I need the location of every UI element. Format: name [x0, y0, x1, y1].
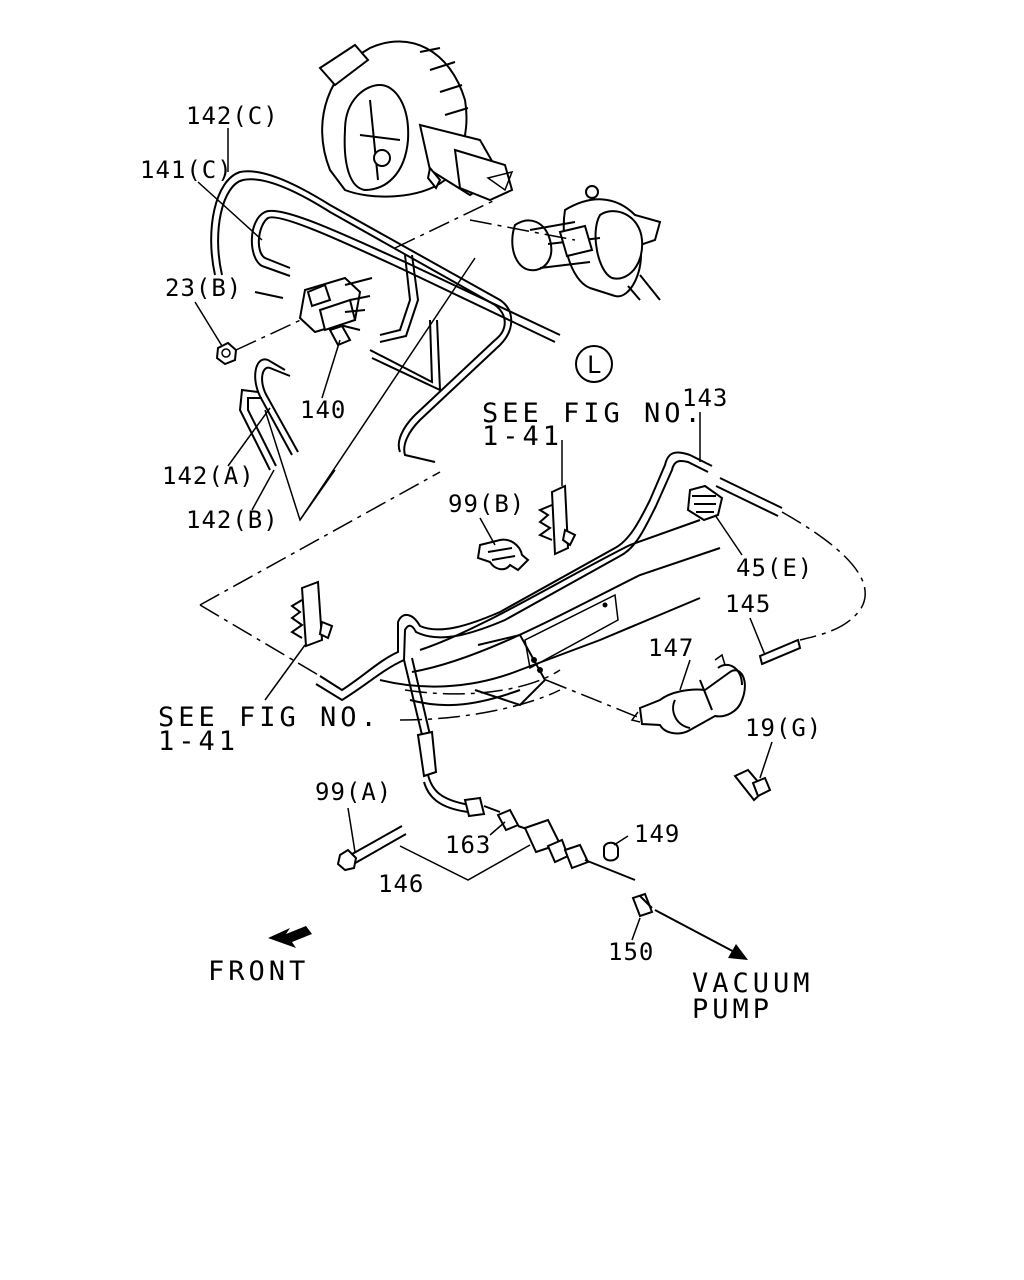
cap-149: [603, 835, 629, 862]
label-146: 146: [378, 870, 424, 898]
clip-see-fig-top: [537, 440, 577, 556]
label-150: 150: [608, 938, 654, 966]
leader-dashed-2: [469, 219, 576, 241]
vacuum-tank-147: [630, 653, 746, 735]
label-149: 149: [634, 820, 680, 848]
leader-145: [749, 617, 766, 656]
label-99b: 99(B): [448, 490, 525, 518]
label-19g: 19(G): [745, 714, 822, 742]
bolt-19g: [733, 741, 773, 802]
label-141c: 141(C): [140, 156, 233, 184]
label-145: 145: [725, 590, 771, 618]
nut-23b: [215, 317, 306, 366]
leader-dashed-147: [545, 679, 641, 719]
front-arrow-icon: [268, 926, 312, 948]
label-163: 163: [445, 831, 491, 859]
rod-99a: [336, 807, 407, 872]
fitting-150: [631, 892, 654, 941]
label-143: 143: [682, 384, 728, 412]
label-45e: 45(E): [736, 554, 813, 582]
hose-assembly-146: [399, 730, 636, 881]
connector-l-label: L: [587, 351, 602, 379]
actuator-assembly: [511, 185, 662, 301]
vacuum-pump-label-line2: PUMP: [692, 994, 773, 1025]
see-fig-top-line2: 1-41: [482, 421, 563, 452]
label-23b: 23(B): [165, 274, 242, 302]
pipe-141c: [250, 209, 613, 383]
clip-45e: [686, 484, 743, 556]
leader-dashed-1: [394, 199, 496, 249]
label-147: 147: [648, 634, 694, 662]
leader-163: [489, 821, 506, 836]
see-fig-bottom-line1: SEE FIG NO.: [158, 702, 381, 733]
see-fig-top-line1: SEE FIG NO.: [482, 398, 705, 429]
label-142a: 142(A): [162, 462, 255, 490]
leader-141c: [197, 181, 263, 241]
pipe-143: [315, 451, 713, 736]
see-fig-bottom-line2: 1-41: [158, 726, 239, 757]
front-label: FRONT: [208, 956, 309, 987]
vacuum-pump-arrow: [654, 909, 748, 960]
solenoid-valve-140: [298, 276, 373, 347]
hose-stubs: [254, 254, 442, 392]
label-99a: 99(A): [315, 778, 392, 806]
hose-145: [715, 477, 866, 666]
arrow-marker: [486, 170, 514, 192]
frame-rail: [379, 519, 721, 721]
clip-99b: [476, 517, 530, 572]
hose-142c: [210, 170, 513, 463]
connector-l-circle: [575, 345, 613, 383]
label-142b: 142(B): [186, 506, 279, 534]
leader-23b: [194, 301, 223, 347]
hoses-142a-142b: [238, 257, 476, 522]
leader-142a: [227, 407, 271, 467]
clip-see-fig-bottom: [199, 471, 441, 701]
vacuum-pump-label-line1: VACUUM: [692, 968, 814, 999]
label-140: 140: [300, 396, 346, 424]
differential-housing: [318, 40, 514, 202]
leader-140: [321, 339, 341, 399]
leader-142b: [251, 469, 275, 511]
label-142c: 142(C): [186, 102, 279, 130]
